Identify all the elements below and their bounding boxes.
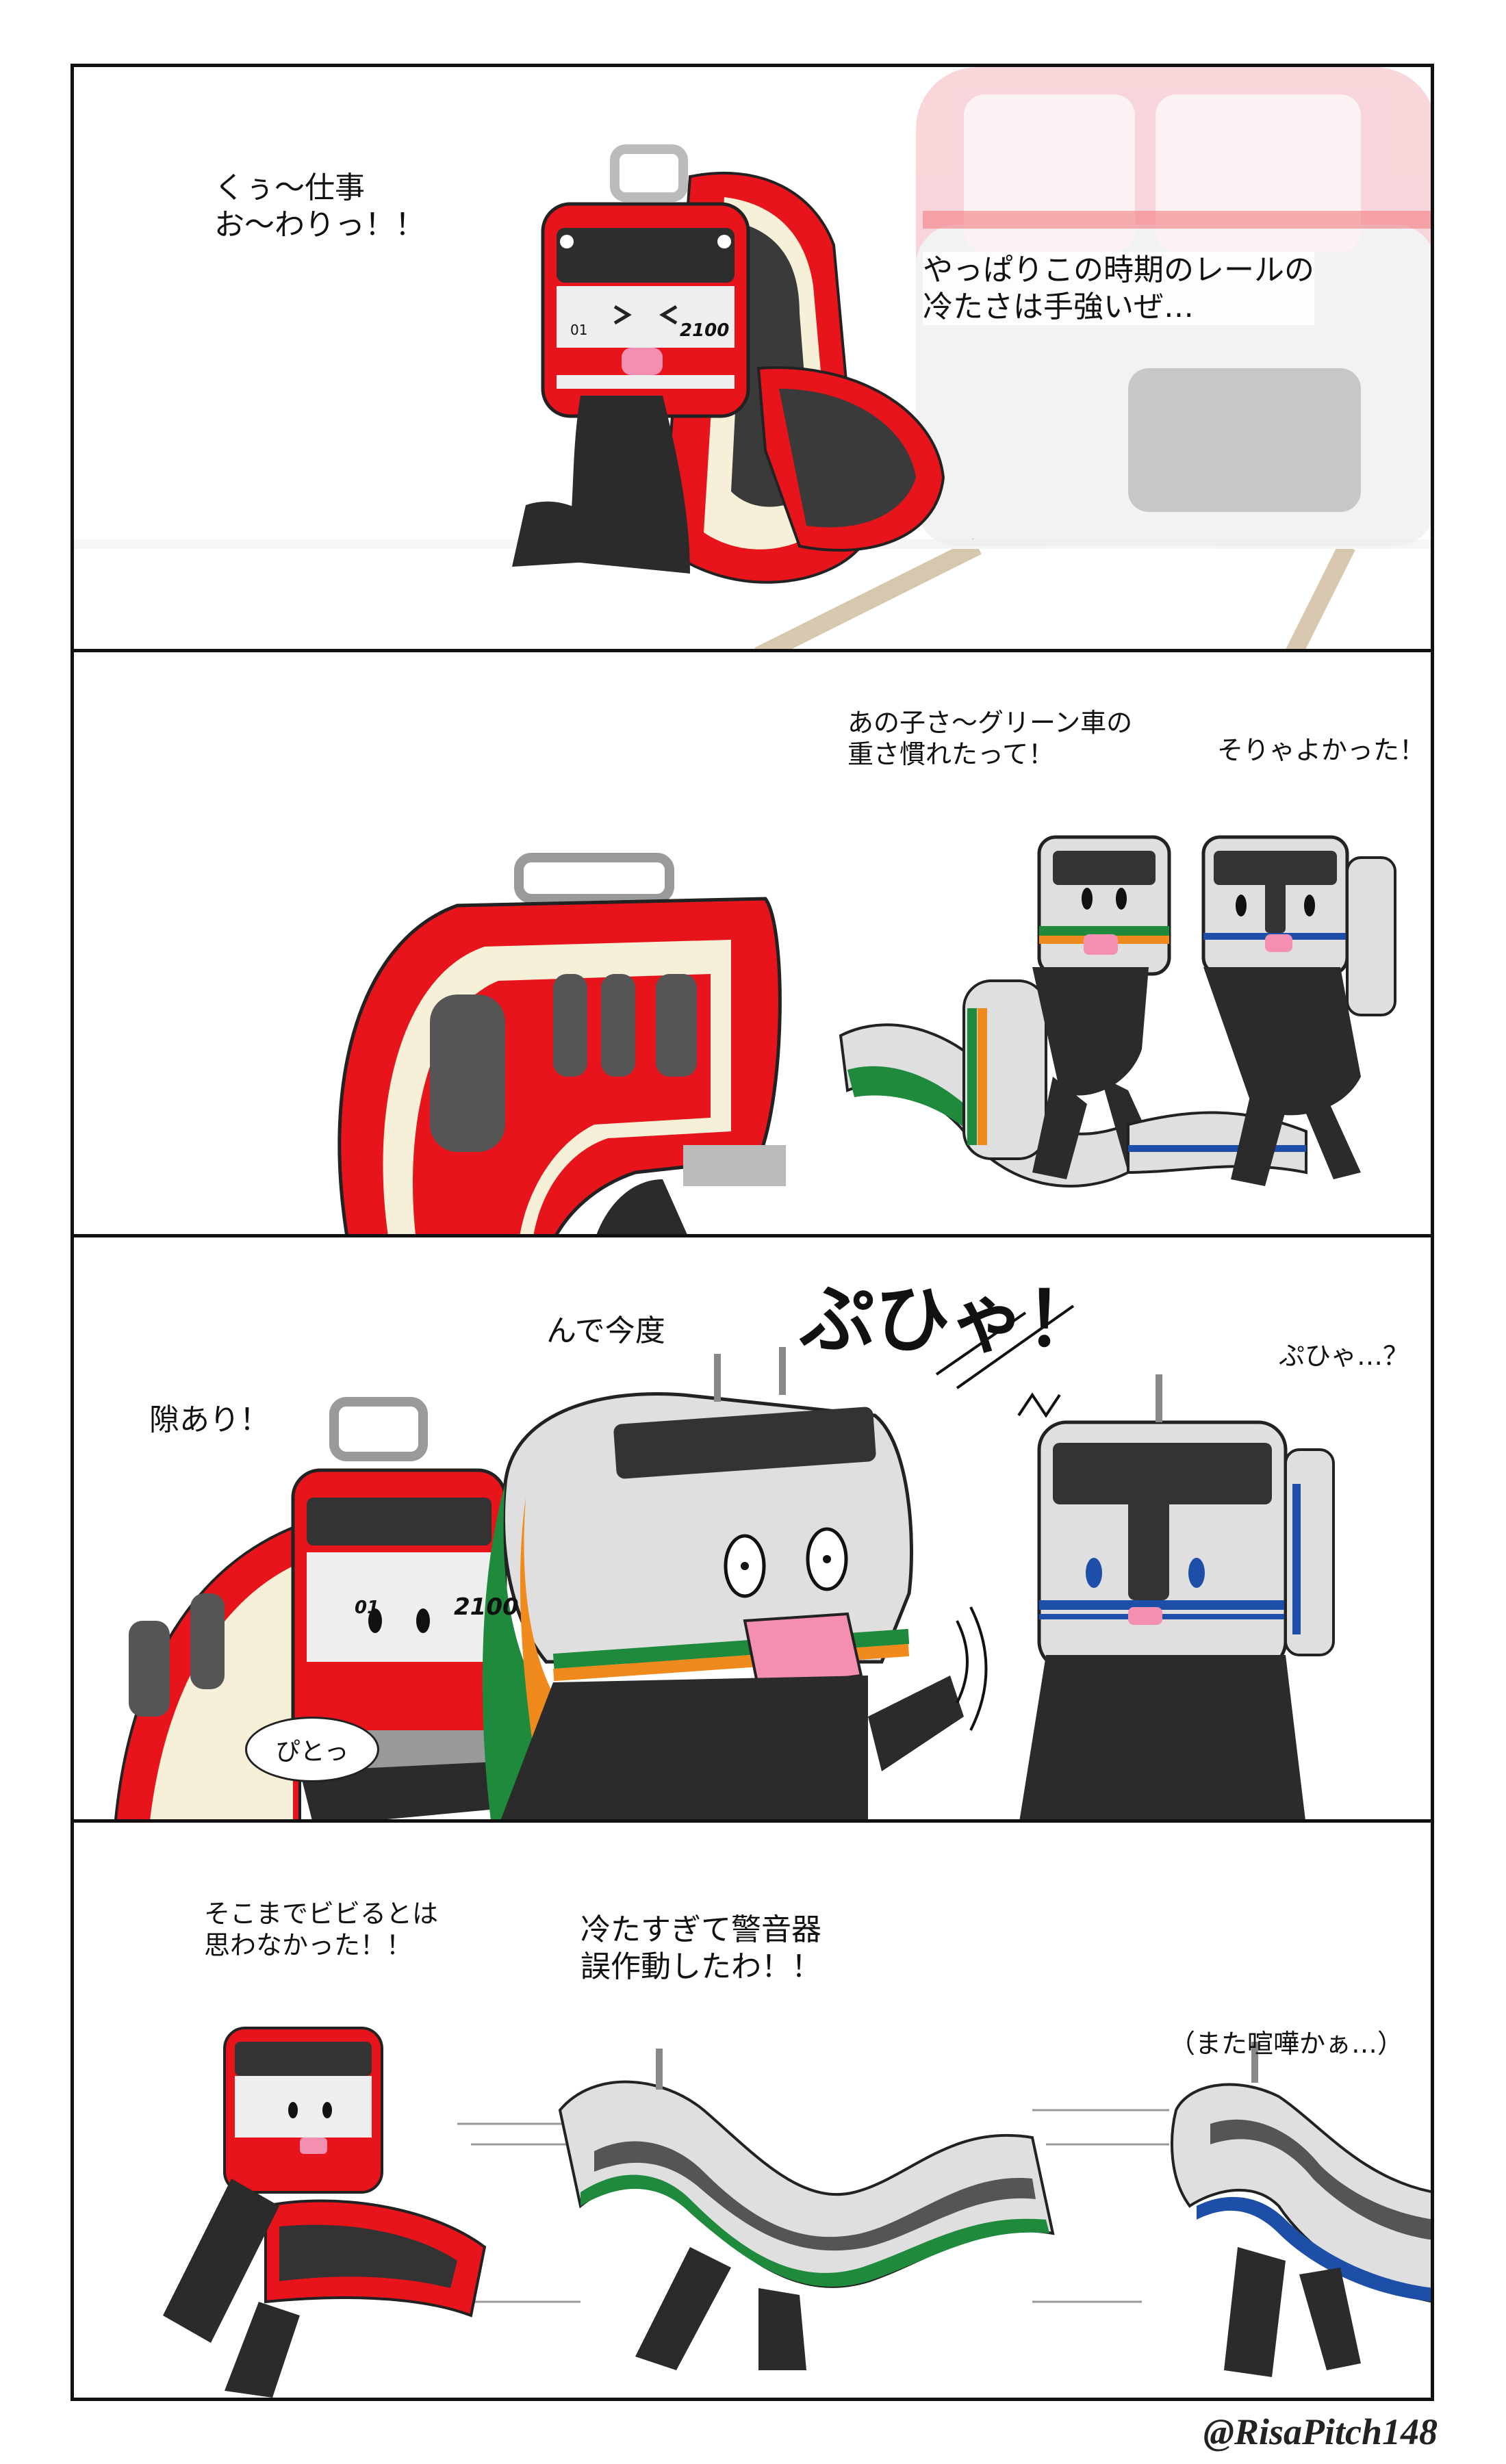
- panel-2: あの子さ〜グリーン車の 重さ慣れたって！ そりゃよかった！: [71, 649, 1434, 1237]
- green-train-character: [839, 835, 1171, 1188]
- panel-1-art: [74, 67, 1431, 649]
- caption-green-car-weight: あの子さ〜グリーン車の 重さ慣れたって！: [847, 708, 1133, 770]
- caption-horn-malfunction: 冷たすぎて警音器 誤作動したわ！！: [580, 1912, 821, 1984]
- red-train-running: [163, 2027, 487, 2398]
- caption-fighting-again: （また喧嘩かぁ…）: [1169, 2029, 1404, 2059]
- caption-rail-cold: やっぱりこの時期のレールの 冷たさは手強いぜ…: [923, 252, 1314, 326]
- car-number-label: 01: [355, 1597, 380, 1618]
- red-train-character: [512, 144, 945, 584]
- caption-opening: 隙あり！: [149, 1402, 270, 1437]
- panel-3-art: [114, 1305, 1335, 1819]
- panel-4-art: [163, 2027, 1431, 2398]
- green-train-running: [558, 2049, 1055, 2370]
- red-train-back: [337, 853, 786, 1234]
- artist-credit: @RisaPitch148: [1203, 2411, 1438, 2452]
- panel-4: そこまでビビるとは 思わなかった！！ 冷たすぎて警音器 誤作動したわ！！ （また…: [71, 1819, 1434, 2401]
- panel-1: くぅ〜仕事 お〜わりっ！！ やっぱりこの時期のレールの 冷たさは手強いぜ… 21…: [71, 64, 1434, 652]
- car-number-label: 01: [570, 322, 588, 338]
- motion-lines: [935, 1305, 1075, 1731]
- sfx-pufya: ぷひゃ！: [800, 1276, 1101, 1363]
- blue-train-running: [1171, 2042, 1431, 2377]
- train-number-label: 2100: [680, 320, 730, 341]
- panel-2-art: [337, 835, 1396, 1234]
- blue-train-character: [1019, 1374, 1335, 1819]
- panel-3: 隙あり！ んで今度 ぷひゃ！ ぷひゃ…？ ぴとっ 2100 01: [71, 1234, 1434, 1823]
- blue-train-character: [1127, 835, 1396, 1186]
- caption-didnt-expect: そこまでビビるとは 思わなかった！！: [204, 1899, 439, 1961]
- caption-next-time: んで今度: [546, 1313, 665, 1348]
- caption-confused: ぷひゃ…？: [1279, 1341, 1409, 1371]
- train-number-label: 2100: [454, 1593, 519, 1621]
- speech-bubble-pito: ぴとっ: [245, 1717, 379, 1782]
- caption-glad: そりゃよかった！: [1217, 735, 1426, 765]
- green-train-character: [482, 1347, 964, 1819]
- caption-work-done: くぅ〜仕事 お〜わりっ！！: [214, 170, 425, 242]
